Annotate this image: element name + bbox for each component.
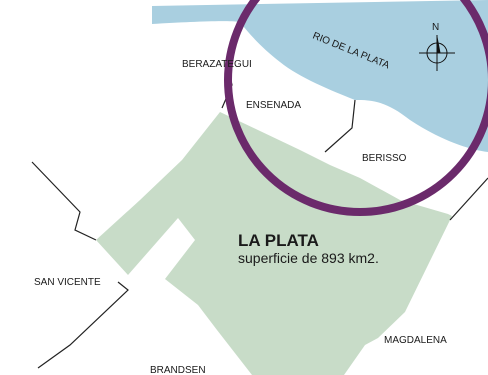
boundary-south-west [37, 281, 129, 369]
label-magdalena: MAGDALENA [384, 335, 447, 346]
label-ensenada: ENSENADA [246, 100, 301, 111]
label-berazategui: BERAZATEGUI [182, 59, 252, 70]
highlight-circle [224, 0, 488, 216]
la-plata-region [96, 112, 452, 375]
label-la-plata: LA PLATA [238, 231, 319, 250]
water-body [152, 0, 488, 152]
boundary-ensenada-berisso [324, 99, 356, 153]
boundary-east [449, 177, 488, 221]
boundary-lines [31, 67, 488, 369]
label-brandsen: BRANDSEN [150, 365, 206, 375]
label-berisso: BERISSO [362, 153, 407, 164]
compass-north-label: N [432, 22, 439, 33]
label-la-plata-area: superficie de 893 km2. [238, 250, 379, 266]
compass-icon [419, 35, 455, 71]
boundary-north-west [31, 161, 97, 241]
label-san-vicente: SAN VICENTE [34, 277, 101, 288]
